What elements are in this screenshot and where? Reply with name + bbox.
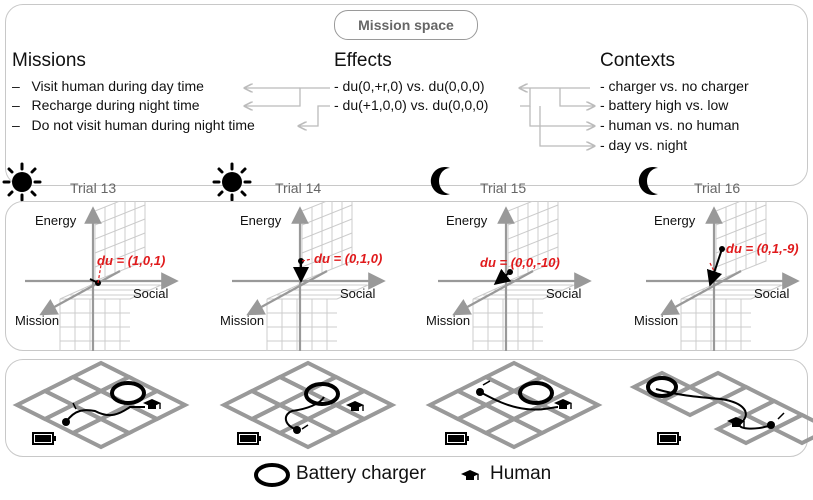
mission-item-2: – Recharge during night time [12,97,200,113]
social-axis-label: Social [754,286,790,301]
sun-icon [212,162,252,202]
trial-14-label: Trial 14 [275,180,322,196]
trial-13-label: Trial 13 [70,180,117,196]
human-legend-icon [460,469,480,481]
trial-16-label: Trial 16 [694,180,741,196]
social-axis-label: Social [546,286,582,301]
effect-item-2: - du(+1,0,0) vs. du(0,0,0) [334,97,489,113]
legend-battery-charger: Battery charger [296,463,426,484]
trial-15-label: Trial 15 [480,180,527,196]
trial-13-world [15,361,187,449]
trial-15-du-plot: Energy Social Mission du = (0,0,-10) [426,201,592,351]
trial-15-world [428,361,600,449]
trial-13-du-label: du = (1,0,1) [97,253,165,268]
context-item-2: - battery high vs. low [600,97,729,113]
trial-15-du-label: du = (0,0,-10) [480,255,560,270]
trial-16-world [632,371,813,445]
missions-header: Missions [12,50,86,71]
battery-icon [237,432,262,445]
mission-space-title: Mission space [334,10,478,40]
battery-charger-legend-icon [254,463,290,487]
battery-icon [657,432,682,445]
mission-axis-label: Mission [426,313,470,328]
legend-human: Human [490,463,552,484]
mission-axis-label: Mission [634,313,678,328]
mission-axis-label: Mission [220,313,264,328]
trial-16-du-plot: Energy Social Mission du = (0,1,-9) [634,201,800,351]
trial-14-du-label: du = (0,1,0) [314,251,382,266]
battery-charger-icon [304,382,340,406]
mission-axis-label: Mission [15,313,59,328]
moon-icon [430,167,450,195]
mission-item-3: – Do not visit human during night time [12,117,255,133]
battery-icon [445,432,470,445]
trial-14-du-plot: Energy Social Mission du = (0,1,0) [220,201,386,351]
battery-icon [32,432,57,445]
context-item-4: - day vs. night [600,137,688,153]
contexts-header: Contexts [600,50,675,71]
energy-axis-label: Energy [35,213,77,228]
mission-item-1: – Visit human during day time [12,78,204,94]
social-axis-label: Social [340,286,376,301]
moon-icon [638,167,658,195]
context-item-1: - charger vs. no charger [600,78,749,94]
sun-icon [2,162,42,202]
social-axis-label: Social [133,286,169,301]
battery-charger-icon [110,381,146,405]
effect-item-1: - du(0,+r,0) vs. du(0,0,0) [334,78,485,94]
effects-header: Effects [334,50,392,71]
trial-14-world [222,361,394,449]
battery-charger-icon [646,376,678,398]
energy-axis-label: Energy [446,213,488,228]
human-icon [142,398,162,410]
du-space-panel [5,201,808,351]
trial-16-du-label: du = (0,1,-9) [726,241,799,256]
energy-axis-label: Energy [240,213,282,228]
context-item-3: - human vs. no human [600,117,740,133]
battery-charger-icon [518,381,554,405]
energy-axis-label: Energy [654,213,696,228]
trial-13-du-plot: Energy Social Mission du = (1,0,1) [15,201,179,351]
